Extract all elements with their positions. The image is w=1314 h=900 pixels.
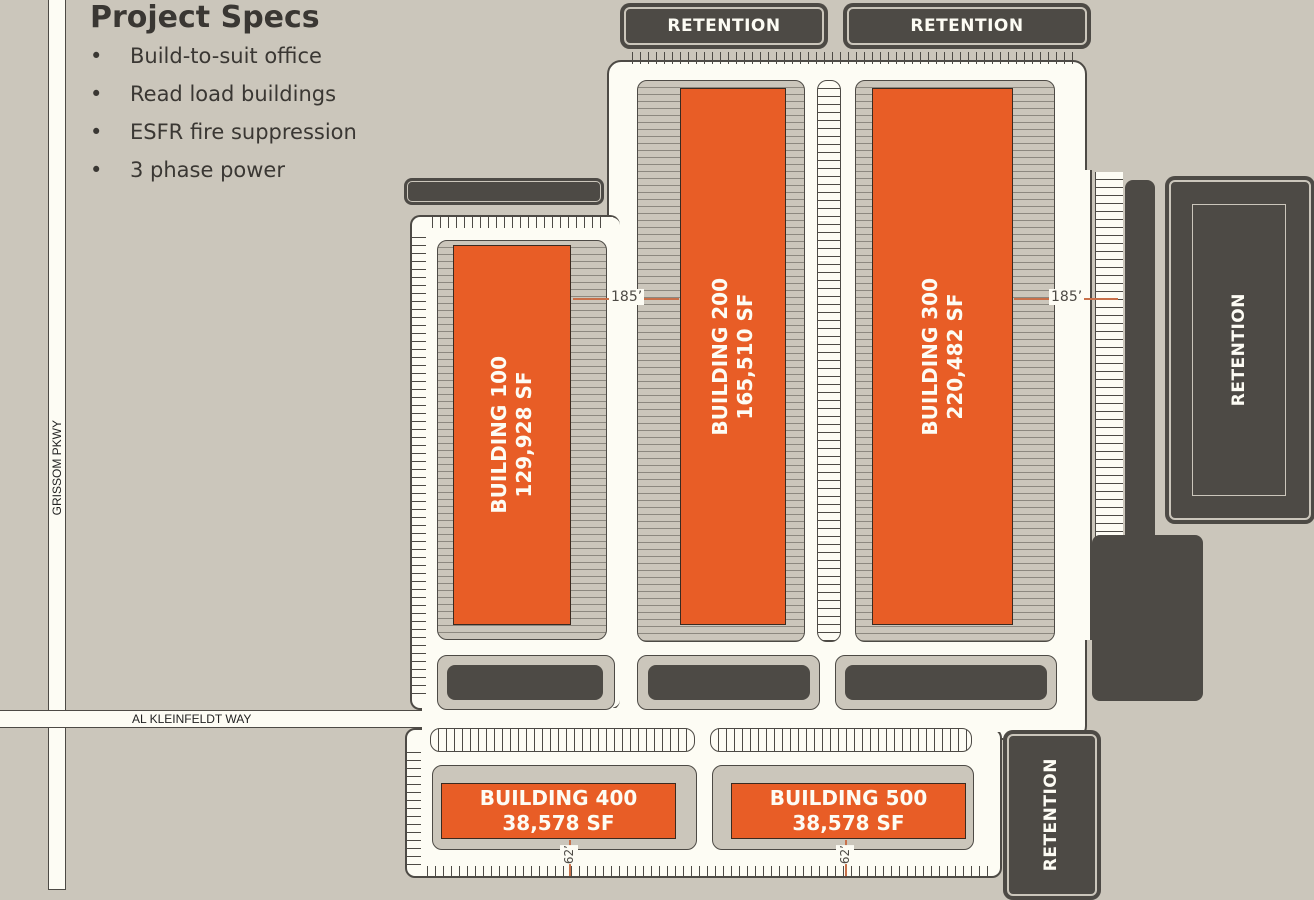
al-kleinfeldt-way-label: AL KLEINFELDT WAY — [132, 712, 252, 726]
spec-item: •Build-to-suit office — [90, 44, 322, 68]
retention-swale — [404, 178, 604, 205]
parking-stalls — [420, 866, 995, 876]
parking-island — [710, 728, 972, 752]
parking-stalls — [407, 745, 421, 870]
retention-pond: RETENTION — [620, 3, 828, 49]
parking-stalls — [412, 230, 426, 700]
bottom-dimension: 62’ — [836, 845, 854, 865]
parking-stalls — [425, 216, 603, 228]
truck-court-dimension: 185’ — [609, 289, 645, 305]
parking-stalls — [625, 52, 1080, 64]
retention-swale — [1092, 535, 1203, 701]
bottom-dimension: 62’ — [560, 845, 578, 865]
parking-island — [430, 728, 695, 752]
retention-pond: RETENTION — [1003, 730, 1101, 900]
specs-list: •Build-to-suit office •Read load buildin… — [90, 44, 357, 196]
spec-item: •3 phase power — [90, 158, 285, 182]
spec-item: •ESFR fire suppression — [90, 120, 357, 144]
specs-title: Project Specs — [90, 0, 320, 35]
center-island — [817, 80, 841, 642]
road-intersection — [49, 711, 65, 727]
retention-swale — [1125, 180, 1155, 550]
spec-item: •Read load buildings — [90, 82, 337, 106]
retention-pond: RETENTION — [843, 3, 1091, 49]
grissom-pkwy-road — [48, 0, 66, 890]
truck-court-dimension: 185’ — [1049, 289, 1085, 305]
retention-pond: RETENTION — [1165, 176, 1314, 524]
grissom-pkwy-label: GRISSOM PKWY — [50, 420, 64, 516]
